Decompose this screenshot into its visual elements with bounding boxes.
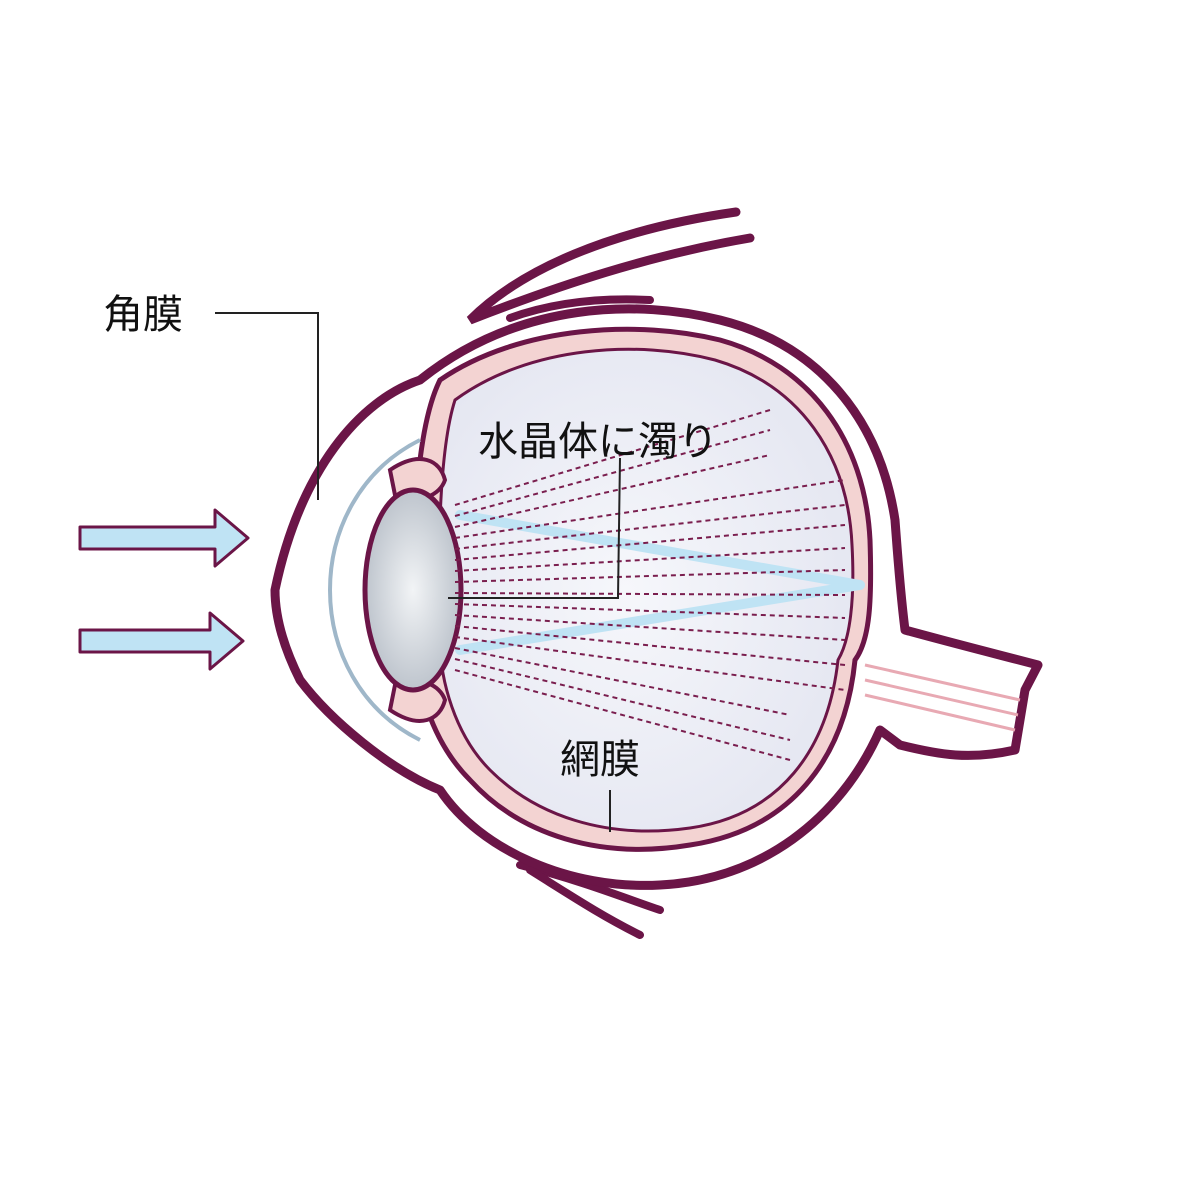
scattered-ray xyxy=(454,614,846,641)
scattered-ray xyxy=(454,569,846,583)
crystalline-lens xyxy=(362,487,464,693)
scattered-rays xyxy=(454,409,846,761)
scattered-ray xyxy=(454,592,846,596)
lens-label: 水晶体に濁り xyxy=(478,419,718,465)
optic-nerve xyxy=(864,663,1021,732)
cornea xyxy=(327,438,421,742)
scattered-ray xyxy=(454,669,791,761)
incoming-light-arrows xyxy=(78,508,250,671)
scattered-ray xyxy=(454,479,846,539)
lens-leader xyxy=(448,457,621,599)
leader-lines xyxy=(215,312,621,832)
scattered-ray xyxy=(454,504,846,550)
cornea-label: 角膜 xyxy=(103,292,183,338)
retina-label: 網膜 xyxy=(560,737,640,783)
scattered-ray xyxy=(454,647,791,716)
scattered-ray xyxy=(454,636,846,691)
scattered-ray xyxy=(454,603,846,619)
upper-eyelid xyxy=(466,207,755,325)
cornea-leader xyxy=(215,312,319,500)
scattered-ray xyxy=(454,524,846,561)
scattered-ray xyxy=(454,625,846,666)
scattered-ray xyxy=(454,547,846,572)
scattered-ray xyxy=(454,658,791,741)
arrow-lower-icon xyxy=(78,611,245,671)
arrow-upper-icon xyxy=(78,508,250,568)
scattered-ray xyxy=(454,409,771,506)
vitreous-body xyxy=(438,347,855,833)
scattered-ray xyxy=(454,429,771,517)
